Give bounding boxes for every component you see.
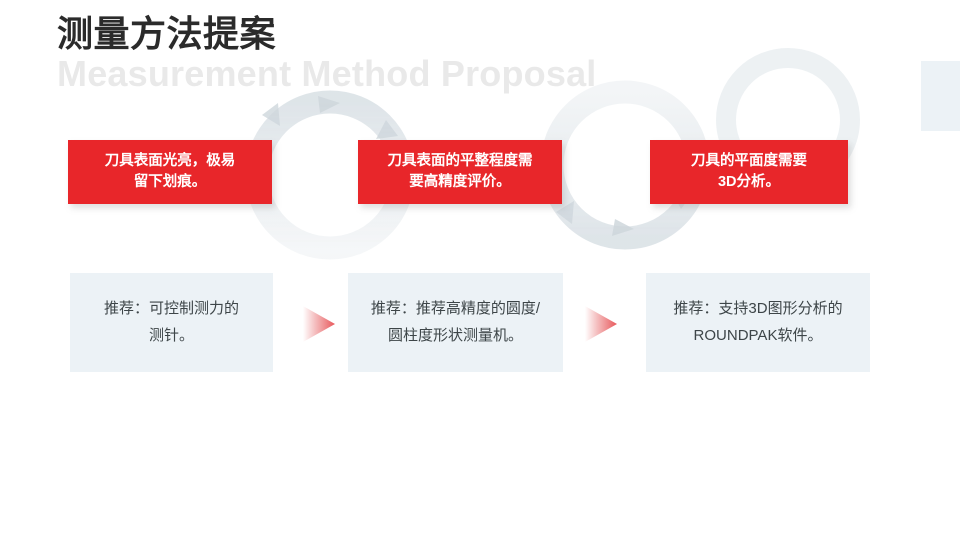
problem-card-1: 刀具表面光亮，极易留下划痕。 [68,140,272,204]
page-title: 测量方法提案 Measurement Method Proposal [57,12,817,94]
problem-card-2-text: 刀具表面的平整程度需要高精度评价。 [387,152,533,190]
problem-card-2: 刀具表面的平整程度需要高精度评价。 [358,140,562,204]
recommendation-card-1-text: 推荐：可控制测力的测针。 [103,300,239,344]
recommendation-card-2: 推荐：推荐高精度的圆度/圆柱度形状测量机。 [348,273,563,372]
problem-card-1-text: 刀具表面光亮，极易留下划痕。 [104,152,236,190]
flow-arrow-right-icon-1 [303,306,335,342]
title-english: Measurement Method Proposal [57,52,597,94]
title-chinese: 测量方法提案 [57,13,277,54]
recommendation-card-1: 推荐：可控制测力的测针。 [70,273,273,372]
right-edge-accent-block [921,61,960,131]
recommendation-card-2-text: 推荐：推荐高精度的圆度/圆柱度形状测量机。 [370,300,541,344]
flow-arrow-right-icon-2 [585,306,617,342]
